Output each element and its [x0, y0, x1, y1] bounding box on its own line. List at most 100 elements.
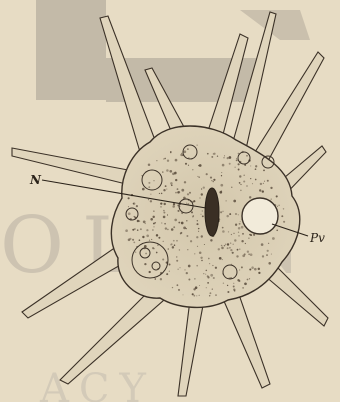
granule: [241, 240, 243, 242]
granule: [136, 205, 138, 207]
granule: [232, 252, 234, 254]
granule: [176, 284, 178, 286]
granule: [225, 244, 226, 245]
granule: [263, 170, 265, 172]
granule: [176, 240, 178, 242]
granule: [186, 228, 187, 229]
granule: [163, 216, 166, 219]
granule: [213, 179, 215, 181]
granule: [187, 148, 189, 150]
granule: [194, 253, 195, 254]
granule: [227, 243, 229, 245]
granule: [202, 215, 204, 217]
granule: [268, 262, 271, 265]
granule: [198, 176, 200, 178]
granule: [220, 184, 223, 187]
granule: [167, 229, 168, 230]
granule: [199, 197, 200, 198]
granule: [153, 226, 154, 227]
granule: [208, 258, 210, 260]
granule: [197, 176, 198, 177]
granule: [215, 267, 217, 269]
granule: [252, 183, 253, 184]
granule: [198, 228, 199, 229]
granule: [221, 172, 222, 173]
granule: [230, 249, 232, 251]
granule: [177, 188, 179, 190]
granule: [264, 181, 265, 182]
granule: [206, 287, 207, 288]
granule: [200, 257, 202, 259]
granule: [202, 210, 203, 211]
granule: [236, 158, 237, 159]
granule: [166, 169, 169, 172]
granule: [168, 248, 170, 250]
granule: [153, 248, 154, 249]
granule: [224, 155, 225, 156]
granule: [249, 234, 251, 236]
granule: [247, 251, 249, 253]
granule: [197, 220, 198, 221]
granule: [125, 229, 128, 232]
granule: [164, 223, 166, 225]
granule: [266, 254, 268, 256]
granule: [162, 258, 164, 260]
granule: [176, 256, 177, 257]
granule: [240, 221, 241, 222]
granule: [262, 255, 264, 257]
granule: [226, 200, 227, 201]
granule: [221, 245, 223, 247]
granule: [237, 279, 239, 281]
granule: [167, 160, 169, 162]
granule: [211, 180, 212, 181]
granule: [145, 223, 146, 224]
granule: [196, 265, 198, 267]
granule: [281, 215, 283, 217]
granule: [197, 246, 198, 247]
granule: [150, 194, 151, 195]
granule: [222, 230, 225, 233]
granule: [179, 267, 180, 268]
granule: [178, 191, 180, 193]
granule: [154, 222, 156, 224]
granule: [226, 215, 228, 217]
granule: [250, 253, 253, 256]
granule: [180, 233, 182, 235]
granule: [258, 268, 260, 270]
granule: [206, 270, 208, 272]
granule: [236, 255, 238, 257]
granule: [222, 164, 225, 167]
granule: [230, 242, 232, 244]
granule: [196, 236, 198, 238]
granule: [172, 205, 175, 208]
granule: [271, 199, 272, 200]
granule: [222, 227, 224, 229]
granule: [178, 222, 180, 224]
granule: [191, 211, 193, 213]
granule: [190, 240, 192, 242]
granule: [219, 191, 222, 194]
granule: [187, 249, 188, 250]
granule: [231, 234, 232, 235]
granule: [215, 294, 217, 296]
granule: [163, 210, 165, 212]
granule: [163, 203, 165, 205]
granule: [166, 273, 168, 275]
granule: [229, 247, 231, 249]
granule: [135, 251, 136, 252]
granule: [233, 286, 235, 288]
granule: [171, 185, 173, 187]
granule: [187, 193, 189, 195]
granule: [246, 185, 248, 187]
granule: [148, 164, 151, 167]
granule: [133, 203, 134, 204]
granule: [172, 287, 173, 288]
granule: [221, 175, 222, 176]
granule: [236, 159, 238, 161]
granule: [238, 169, 240, 171]
granule: [175, 192, 177, 194]
granule: [128, 197, 130, 199]
granule: [161, 222, 162, 223]
granule: [163, 212, 165, 214]
